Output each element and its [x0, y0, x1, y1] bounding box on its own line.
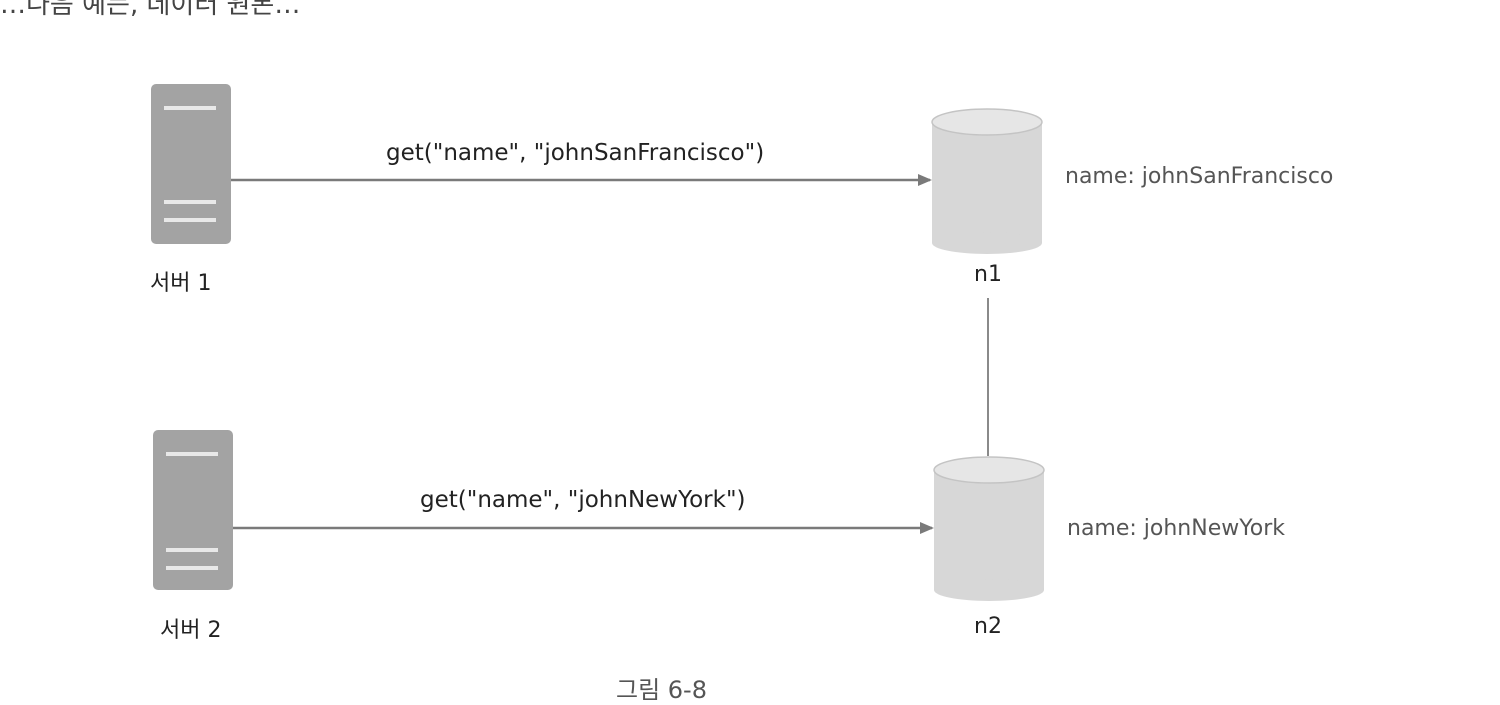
- node-n2-value: name: johnNewYork: [1067, 516, 1286, 541]
- node-n1-value: name: johnSanFrancisco: [1065, 164, 1334, 189]
- replication-diagram: …다음 예는, 데이터 원본…: [0, 0, 1334, 704]
- node-n1-label: n1: [974, 262, 1002, 287]
- server-2-icon: [153, 430, 233, 590]
- diagram-canvas: [151, 84, 1045, 601]
- database-n2-icon: [933, 456, 1045, 601]
- node-n2-label: n2: [974, 614, 1002, 639]
- request-2-label: get("name", "johnNewYork"): [420, 487, 746, 513]
- database-n1-icon: [931, 108, 1043, 254]
- server-2-label: 서버 2: [160, 618, 222, 643]
- server-1-icon: [151, 84, 231, 244]
- request-1-label: get("name", "johnSanFrancisco"): [386, 140, 765, 166]
- header-text-fragment: …다음 예는, 데이터 원본…: [0, 0, 301, 20]
- server-1-label: 서버 1: [150, 271, 212, 296]
- figure-caption-fragment: 그림 6-8: [616, 676, 707, 704]
